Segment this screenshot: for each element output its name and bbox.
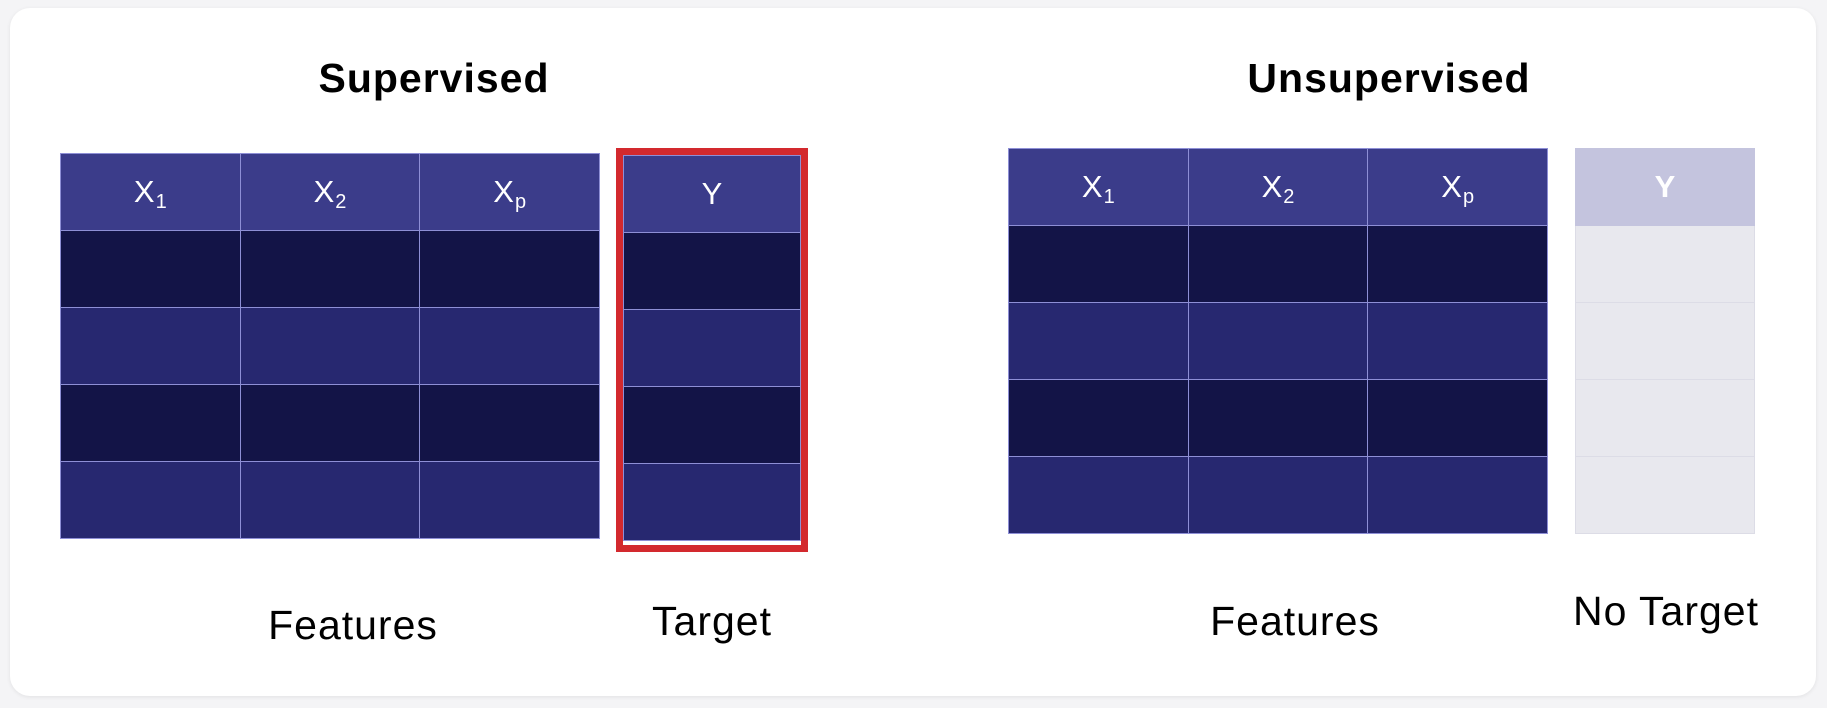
table-row [60, 384, 600, 462]
supervised-features-table: X1 X2 Xp [60, 153, 600, 539]
table-row [1008, 225, 1548, 303]
supervised-header-x2: X2 [239, 153, 421, 231]
unsupervised-title: Unsupervised [1247, 55, 1531, 101]
table-row [1008, 302, 1548, 380]
table-row [1008, 379, 1548, 457]
table-row [1575, 456, 1755, 534]
unsupervised-features-table: X1 X2 Xp [1008, 148, 1548, 534]
table-row [623, 463, 801, 541]
table-row [1575, 379, 1755, 457]
supervised-header-x1: X1 [60, 153, 241, 231]
unsupervised-features-caption: Features [1210, 598, 1380, 644]
table-row [1575, 225, 1755, 303]
table-row [1008, 456, 1548, 534]
unsupervised-header-x2: X2 [1187, 148, 1369, 226]
unsupervised-target-caption: No Target [1572, 588, 1760, 634]
supervised-target-caption: Target [652, 598, 772, 644]
supervised-header-xp: Xp [419, 153, 600, 231]
supervised-header-y: Y [623, 155, 801, 233]
table-row [623, 309, 801, 387]
table-row [60, 461, 600, 539]
table-row [623, 386, 801, 464]
target-highlight-box [616, 148, 808, 552]
supervised-title: Supervised [318, 55, 550, 101]
supervised-features-caption: Features [268, 602, 438, 648]
table-row [1575, 302, 1755, 380]
unsupervised-header-y: Y [1575, 148, 1755, 226]
unsupervised-header-x1: X1 [1008, 148, 1189, 226]
unsupervised-ghost-target-table: Y [1575, 148, 1755, 534]
unsupervised-header-xp: Xp [1367, 148, 1548, 226]
table-row [60, 307, 600, 385]
table-row [60, 230, 600, 308]
supervised-target-table: Y [623, 155, 801, 541]
table-row [623, 232, 801, 310]
